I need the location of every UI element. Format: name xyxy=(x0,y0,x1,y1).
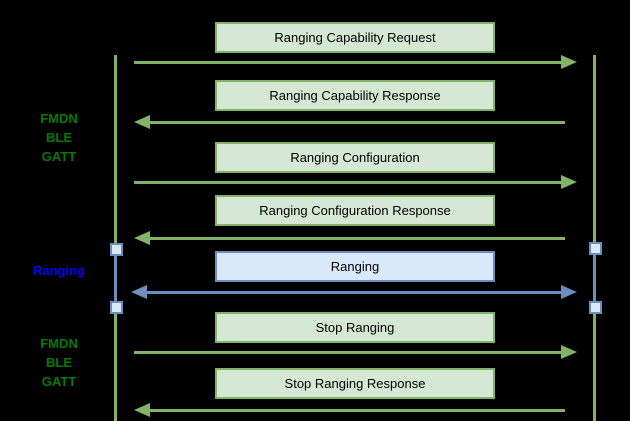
message-arrow-left xyxy=(134,403,565,417)
lifeline-right-ranging-segment xyxy=(593,249,596,307)
activation-square-left-bottom xyxy=(110,301,123,314)
message-label: Stop Ranging xyxy=(315,320,395,335)
message-label: Ranging Capability Response xyxy=(269,88,441,103)
message-label: Ranging xyxy=(330,259,380,274)
arrow-line xyxy=(146,236,565,240)
message-arrow-left xyxy=(134,231,565,245)
message-arrow-right xyxy=(134,345,577,359)
phase-label-line: FMDN xyxy=(40,111,78,126)
arrowhead-right-icon xyxy=(561,345,577,359)
message-arrow-bidirectional xyxy=(131,285,577,299)
phase-label-line: Ranging xyxy=(33,263,85,278)
lifeline-left-ranging-segment xyxy=(114,249,117,307)
lifeline-right xyxy=(593,55,596,421)
arrowhead-right-icon xyxy=(561,175,577,189)
activation-square-right-bottom xyxy=(589,301,602,314)
message-label: Ranging Capability Request xyxy=(274,30,436,45)
activation-square-left-top xyxy=(110,243,123,256)
message-arrow-right xyxy=(134,175,577,189)
message-box-stop-ranging: Stop Ranging xyxy=(215,312,495,343)
message-label: Stop Ranging Response xyxy=(284,376,426,391)
arrowhead-right-icon xyxy=(561,55,577,69)
arrow-line xyxy=(143,290,565,294)
arrowhead-right-icon xyxy=(561,285,577,299)
phase-label-fmdn-ble-gatt-bottom: FMDN BLE GATT xyxy=(9,334,109,391)
arrow-line xyxy=(146,120,565,124)
arrowhead-left-icon xyxy=(134,115,150,129)
lifeline-left xyxy=(114,55,117,421)
arrow-line xyxy=(146,408,565,412)
activation-square-right-top xyxy=(589,242,602,255)
phase-label-line: FMDN xyxy=(40,336,78,351)
phase-label-line: BLE xyxy=(46,130,72,145)
message-box-ranging-capability-request: Ranging Capability Request xyxy=(215,22,495,53)
phase-label-ranging: Ranging xyxy=(9,261,109,280)
arrow-line xyxy=(134,60,565,64)
arrow-line xyxy=(134,350,565,354)
message-label: Ranging Configuration Response xyxy=(259,203,451,218)
message-box-ranging: Ranging xyxy=(215,251,495,282)
phase-label-fmdn-ble-gatt-top: FMDN BLE GATT xyxy=(9,109,109,166)
arrowhead-left-icon xyxy=(131,285,147,299)
message-box-ranging-configuration: Ranging Configuration xyxy=(215,142,495,173)
message-box-ranging-capability-response: Ranging Capability Response xyxy=(215,80,495,111)
arrow-line xyxy=(134,180,565,184)
arrowhead-left-icon xyxy=(134,231,150,245)
message-box-stop-ranging-response: Stop Ranging Response xyxy=(215,368,495,399)
message-arrow-right xyxy=(134,55,577,69)
arrowhead-left-icon xyxy=(134,403,150,417)
phase-label-line: GATT xyxy=(41,149,77,164)
message-box-ranging-configuration-response: Ranging Configuration Response xyxy=(215,195,495,226)
phase-label-line: GATT xyxy=(41,374,77,389)
phase-label-line: BLE xyxy=(46,355,72,370)
message-arrow-left xyxy=(134,115,565,129)
message-label: Ranging Configuration xyxy=(290,150,420,165)
